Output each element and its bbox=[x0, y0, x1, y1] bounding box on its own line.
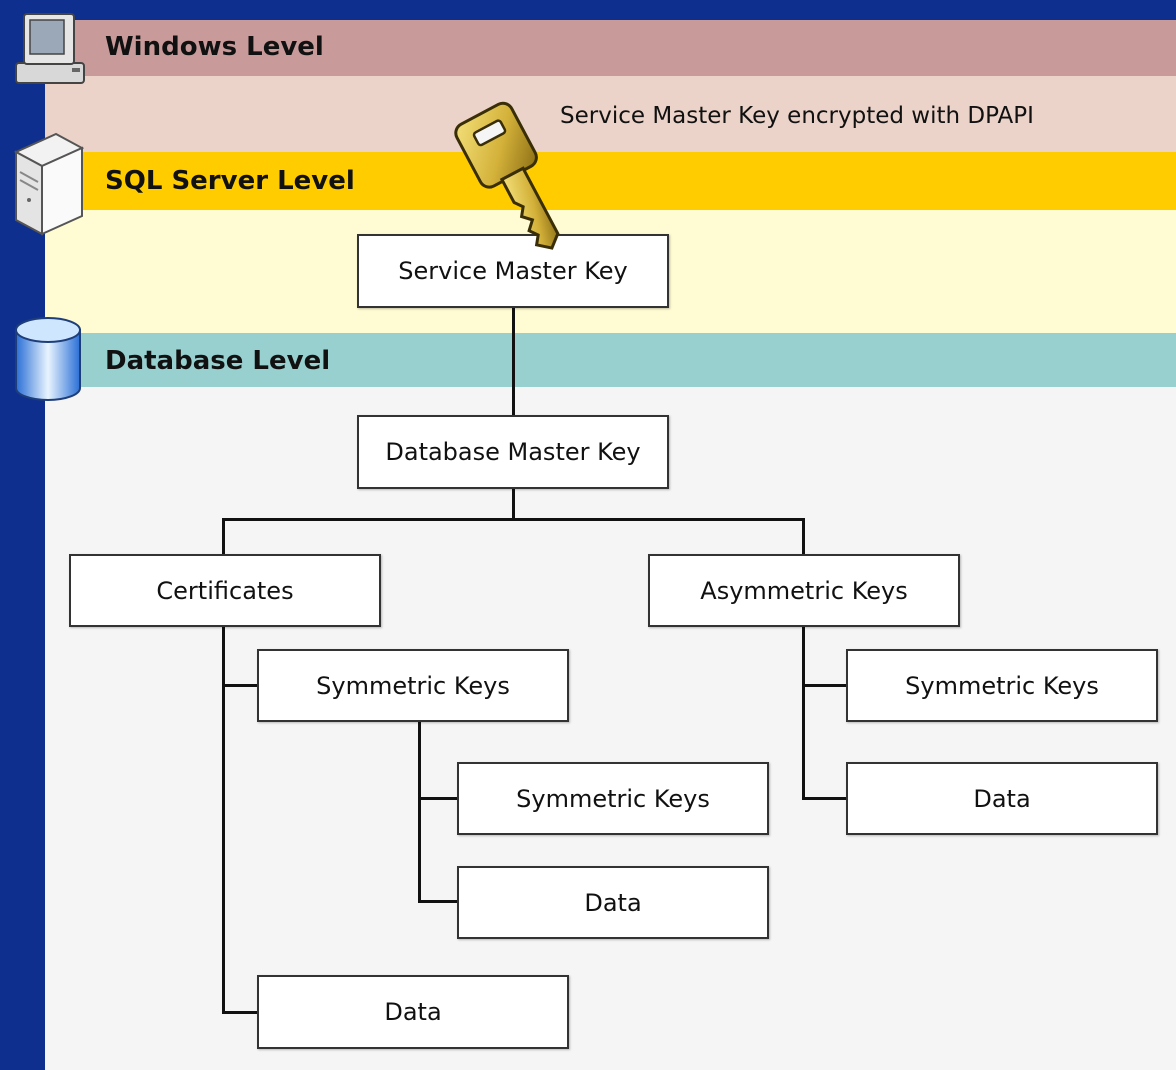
connector-asym-to-data bbox=[802, 797, 847, 800]
connector-sym-to-data bbox=[418, 900, 459, 903]
asym-data-node: Data bbox=[846, 762, 1158, 835]
database-master-key-node: Database Master Key bbox=[357, 415, 669, 489]
connector-dmk-down bbox=[512, 487, 515, 519]
database-level-band bbox=[45, 333, 1176, 387]
connector-cert-to-data bbox=[222, 1011, 259, 1014]
windows-zone bbox=[45, 76, 1176, 152]
connector-cert-to-symkeys bbox=[222, 684, 259, 687]
connector-sym-to-symkeys bbox=[418, 797, 459, 800]
sql-server-level-band bbox=[45, 152, 1176, 210]
windows-level-label: Windows Level bbox=[105, 32, 324, 62]
connector-to-asymmetric bbox=[802, 518, 805, 554]
asymmetric-keys-node: Asymmetric Keys bbox=[648, 554, 960, 627]
server-icon bbox=[13, 132, 84, 236]
connector-cert-trunk bbox=[222, 626, 225, 1014]
nested-data-node: Data bbox=[457, 866, 769, 939]
database-level-label: Database Level bbox=[105, 346, 331, 376]
dpapi-caption: Service Master Key encrypted with DPAPI bbox=[560, 103, 1034, 129]
windows-level-band bbox=[45, 20, 1176, 76]
connector-smk-dmk bbox=[512, 307, 515, 415]
certificates-node: Certificates bbox=[69, 554, 381, 627]
computer-icon bbox=[15, 13, 85, 84]
asym-symmetric-keys-node: Symmetric Keys bbox=[846, 649, 1158, 722]
connector-sym-trunk bbox=[418, 720, 421, 903]
connector-to-certificates bbox=[222, 518, 225, 554]
cert-symmetric-keys-node: Symmetric Keys bbox=[257, 649, 569, 722]
database-icon bbox=[15, 317, 81, 401]
key-icon bbox=[454, 101, 560, 250]
cert-data-node: Data bbox=[257, 975, 569, 1049]
connector-dmk-horizontal bbox=[222, 518, 805, 521]
connector-asym-trunk bbox=[802, 626, 805, 800]
sql-server-level-label: SQL Server Level bbox=[105, 166, 355, 196]
connector-asym-to-symkeys bbox=[802, 684, 847, 687]
service-master-key-node: Service Master Key bbox=[357, 234, 669, 308]
nested-symmetric-keys-node: Symmetric Keys bbox=[457, 762, 769, 835]
